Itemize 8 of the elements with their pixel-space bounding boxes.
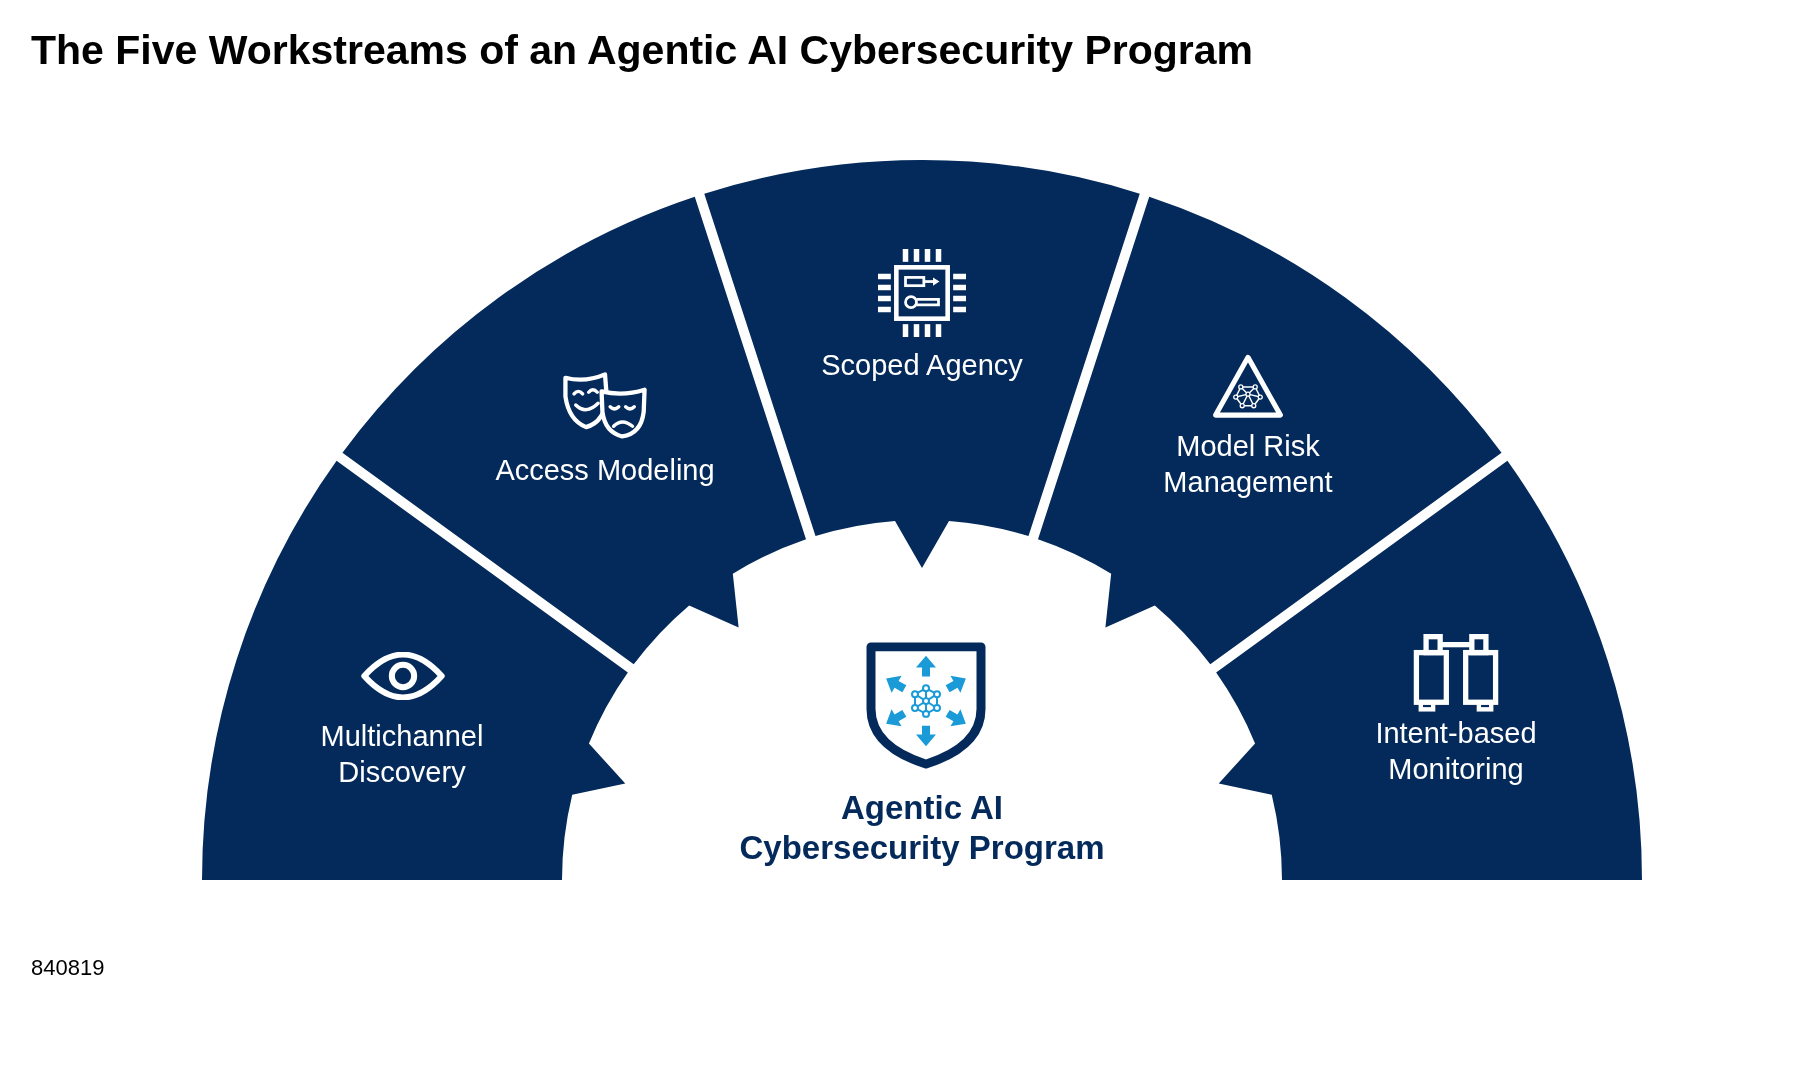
segment-label: Multichannel Discovery bbox=[319, 719, 485, 790]
hub-label: Agentic AI Cybersecurity Program bbox=[738, 788, 1106, 868]
figure-number: 840819 bbox=[31, 955, 105, 982]
segment-label: Model Risk Management bbox=[1162, 429, 1334, 500]
segment-label: Access Modeling bbox=[495, 453, 715, 489]
segment-label: Intent-based Monitoring bbox=[1374, 716, 1538, 787]
segment-label: Scoped Agency bbox=[821, 348, 1023, 384]
title: The Five Workstreams of an Agentic AI Cybersecurity Program bbox=[31, 27, 1253, 75]
